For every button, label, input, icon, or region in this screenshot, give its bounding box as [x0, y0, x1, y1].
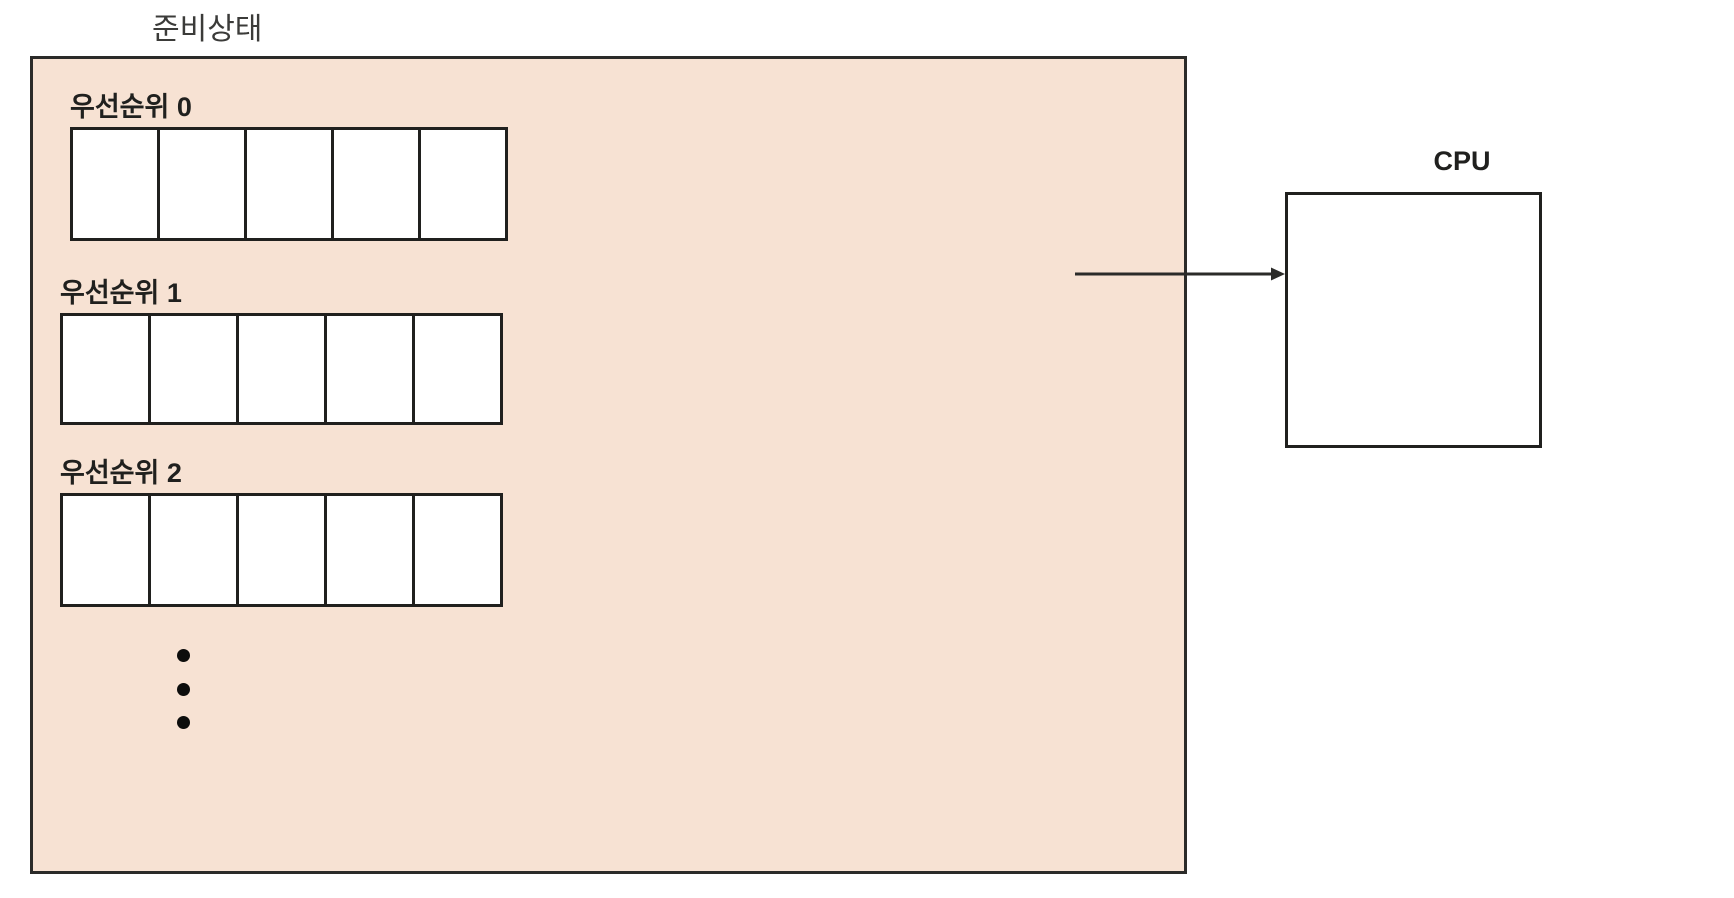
queue-cell[interactable] [157, 127, 247, 241]
queue-cell[interactable] [148, 313, 239, 425]
queue-cell[interactable] [60, 313, 151, 425]
cpu-box[interactable] [1285, 192, 1542, 448]
queue-cell[interactable] [418, 127, 508, 241]
queue-cell[interactable] [412, 313, 503, 425]
ellipsis-dot [176, 649, 190, 662]
vertical-ellipsis-icon [173, 649, 193, 729]
priority-queue-row-2 [60, 493, 503, 607]
cpu-label: CPU [1433, 146, 1491, 176]
ellipsis-dot [176, 682, 190, 696]
priority-queue-row-1 [60, 313, 503, 425]
priority-queue-row-0 [70, 127, 508, 241]
ready-queue-container: 우선순위 0 우선순위 1 우선순위 2 [30, 56, 1187, 874]
ready-state-title: 준비상태 [152, 13, 263, 46]
queue-cell[interactable] [236, 493, 327, 607]
queue-cell[interactable] [148, 493, 239, 607]
priority-group-0-label: 우선순위 0 [70, 92, 192, 122]
queue-cell[interactable] [412, 493, 503, 607]
queue-cell[interactable] [244, 127, 334, 241]
queue-cell[interactable] [236, 313, 327, 425]
queue-cell[interactable] [70, 127, 160, 241]
ellipsis-dot [176, 716, 190, 729]
queue-cell[interactable] [331, 127, 421, 241]
queue-cell[interactable] [324, 313, 415, 425]
priority-group-1-label: 우선순위 1 [60, 278, 182, 308]
arrow-to-cpu-icon [1075, 266, 1285, 282]
queue-cell[interactable] [324, 493, 415, 607]
priority-group-2-label: 우선순위 2 [60, 458, 182, 488]
queue-cell[interactable] [60, 493, 151, 607]
